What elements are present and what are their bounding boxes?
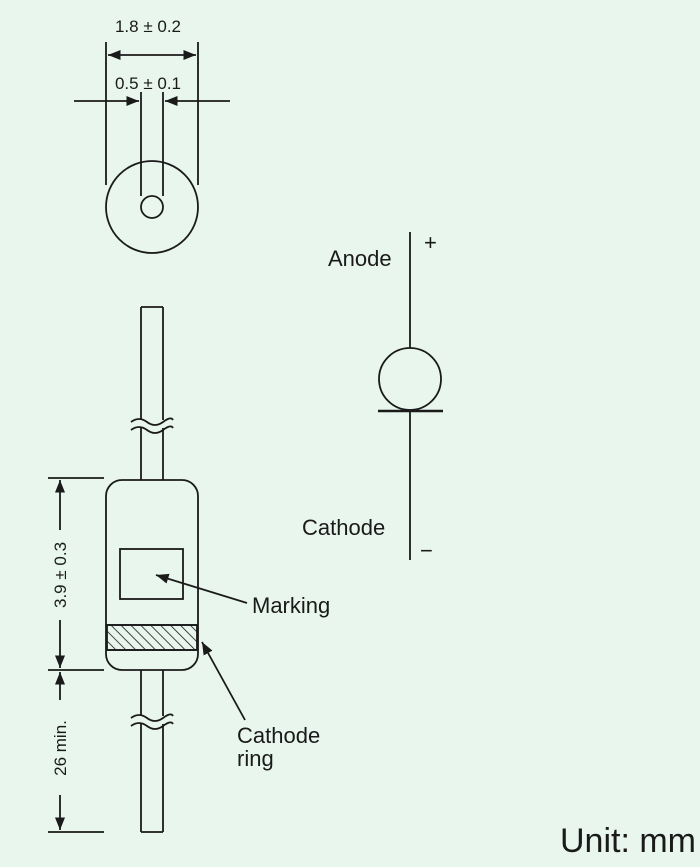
- marking-label: Marking: [252, 593, 330, 618]
- top-lead-break: [130, 417, 174, 426]
- cathode-label: Cathode: [302, 515, 385, 540]
- anode-label: Anode: [328, 246, 392, 271]
- bottom-lead-break: [130, 713, 174, 722]
- end-view-lead-circle: [140, 195, 164, 219]
- anode-plus-sign: +: [424, 230, 437, 255]
- cathode-ring-leader: [201, 641, 246, 721]
- cathode-ring-label-line1: Cathode: [237, 723, 320, 748]
- lead-diameter-label: 0.5 ± 0.1: [115, 74, 181, 93]
- cathode-ring-label-line2: ring: [237, 746, 274, 771]
- side-view: [105, 306, 199, 833]
- cathode-ring-band: [106, 624, 198, 651]
- marking-area: [119, 548, 184, 600]
- body-length-label: 3.9 ± 0.3: [51, 542, 70, 608]
- cathode-minus-sign: −: [420, 538, 433, 563]
- symbol-circle: [378, 347, 442, 411]
- end-view: [74, 42, 230, 254]
- end-view-outer-circle: [105, 160, 199, 254]
- marking-leader: [155, 573, 248, 604]
- lead-length-label: 26 min.: [51, 720, 70, 776]
- diode-symbol: [378, 232, 443, 560]
- unit-label: Unit: mm: [560, 822, 696, 860]
- length-dimensions: [48, 477, 104, 833]
- diode-body: [105, 479, 199, 671]
- outer-diameter-label: 1.8 ± 0.2: [115, 17, 181, 36]
